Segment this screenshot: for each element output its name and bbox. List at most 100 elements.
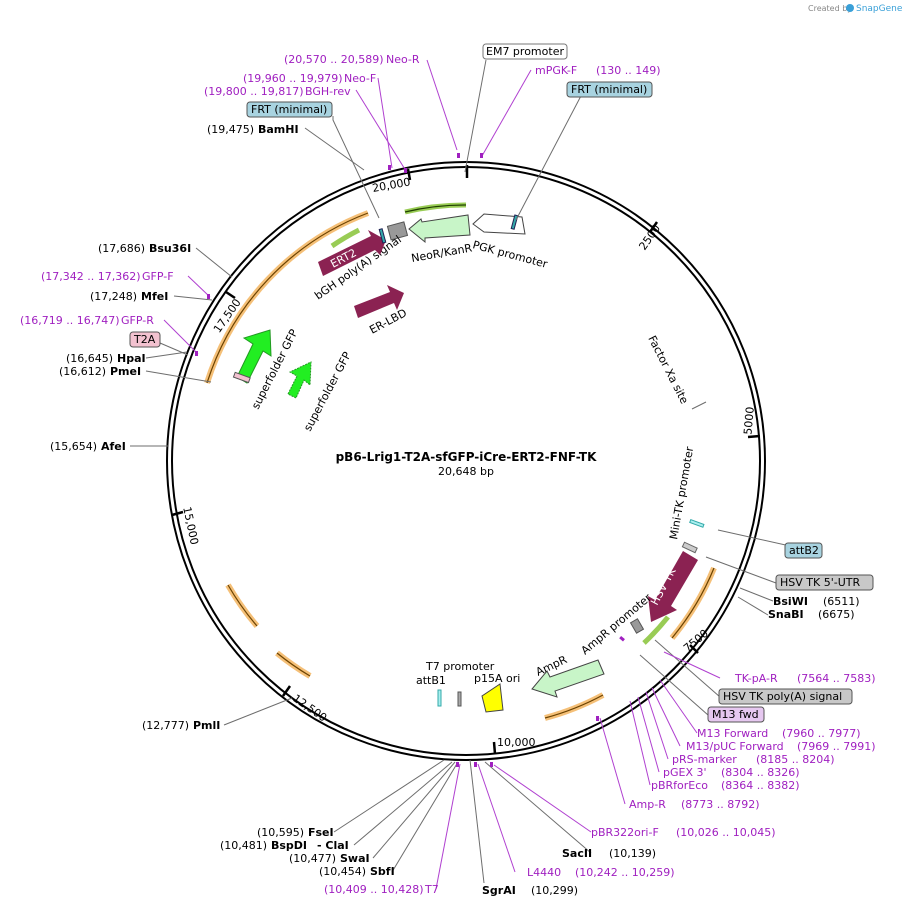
- box-attb2[interactable]: attB2: [784, 542, 823, 559]
- svg-text:Neo-R: Neo-R: [386, 53, 420, 66]
- svg-text:mPGK-F: mPGK-F: [535, 64, 577, 77]
- svg-text:PmlI: PmlI: [193, 719, 220, 732]
- svg-text:(10,026 .. 10,045): (10,026 .. 10,045): [676, 826, 776, 839]
- svg-text:(10,242 .. 10,259): (10,242 .. 10,259): [575, 866, 675, 879]
- primer-ticks: [195, 153, 625, 767]
- site-bamhi[interactable]: (19,475)BamHI: [207, 123, 299, 136]
- primer-neo-f[interactable]: (19,960 .. 19,979)Neo-F: [243, 72, 376, 85]
- feature-frt-left-mark[interactable]: [378, 228, 387, 244]
- box-t2a[interactable]: T2A: [129, 331, 161, 348]
- site-sacii[interactable]: SacII(10,139): [562, 847, 656, 860]
- feature-attb2-mark[interactable]: [689, 519, 705, 528]
- svg-text:GFP-R: GFP-R: [121, 314, 154, 327]
- ampr-promoter-label: AmpR promoter: [579, 591, 655, 657]
- orf-arc-bottom-left-line: [276, 652, 311, 677]
- tick-20000: [406, 168, 412, 181]
- site-bspdi[interactable]: (10,481)BspDI- ClaI: [220, 839, 349, 852]
- site-sgrai[interactable]: SgrAI(10,299): [482, 884, 578, 897]
- feature-sfgfp-1[interactable]: superfolder GFP: [236, 327, 301, 412]
- feature-sfgfp-2[interactable]: superfolder GFP: [287, 349, 354, 433]
- feature-t7-mark[interactable]: [457, 691, 462, 707]
- feature-frt-right-mark[interactable]: [510, 214, 519, 230]
- site-afei[interactable]: (15,654)AfeI: [50, 440, 126, 453]
- t7-promoter-label: T7 promoter: [425, 660, 495, 673]
- tick-label-10000: 10,000: [497, 736, 536, 749]
- feature-t2a-mark[interactable]: [232, 371, 251, 384]
- site-bsiwi[interactable]: BsiWI(6511): [773, 595, 860, 608]
- primer-neo-r[interactable]: (20,570 .. 20,589)Neo-R: [284, 53, 420, 66]
- svg-text:MfeI: MfeI: [141, 290, 168, 303]
- svg-text:BamHI: BamHI: [258, 123, 299, 136]
- svg-text:M13 fwd: M13 fwd: [712, 708, 759, 721]
- svg-text:(19,960 .. 19,979): (19,960 .. 19,979): [243, 72, 343, 85]
- primer-amp-r[interactable]: Amp-R(8773 .. 8792): [629, 798, 760, 811]
- svg-text:(10,139): (10,139): [609, 847, 656, 860]
- box-m13-fwd[interactable]: M13 fwd: [707, 706, 765, 723]
- primer-pbrforeco[interactable]: pBRforEco(8364 .. 8382): [651, 779, 800, 792]
- box-em7[interactable]: EM7 promoter: [482, 43, 568, 60]
- site-fsei[interactable]: (10,595)FseI: [257, 826, 334, 839]
- box-hsv-tk-utr[interactable]: HSV TK 5'-UTR: [775, 574, 874, 591]
- site-pmli[interactable]: (12,777) PmlI: [142, 719, 220, 732]
- site-swai[interactable]: (10,477)SwaI: [289, 852, 370, 865]
- primer-t7[interactable]: (10,409 .. 10,428)T7: [324, 883, 439, 896]
- primer-tk-pa-r[interactable]: TK-pA-R (7564 .. 7583): [734, 672, 876, 685]
- svg-text:BspDI: BspDI: [271, 839, 307, 852]
- site-pmei[interactable]: (16,612)PmeI: [59, 365, 141, 378]
- orf-arc-amp-line: [544, 694, 604, 719]
- primer-pgex-3[interactable]: pGEX 3' (8304 .. 8326): [663, 766, 800, 779]
- svg-text:TK-pA-R: TK-pA-R: [734, 672, 778, 685]
- box-frt-left[interactable]: FRT (minimal): [246, 101, 333, 118]
- svg-text:(10,409 .. 10,428): (10,409 .. 10,428): [324, 883, 424, 896]
- svg-text:(8364 .. 8382): (8364 .. 8382): [721, 779, 800, 792]
- svg-text:BGH-rev: BGH-rev: [305, 85, 351, 98]
- primer-prs-marker[interactable]: pRS-marker(8185 .. 8204): [672, 753, 835, 766]
- orf-arc-amp: [544, 692, 605, 721]
- orf-arc-green-right: [642, 615, 670, 645]
- feature-er-lbd[interactable]: ER-LBD: [354, 285, 409, 337]
- svg-text:(16,612): (16,612): [59, 365, 106, 378]
- svg-text:SbfI: SbfI: [370, 865, 395, 878]
- feature-ampr[interactable]: AmpR: [531, 653, 605, 698]
- site-mfei[interactable]: (17,248)MfeI: [90, 290, 168, 303]
- svg-text:M13 Forward: M13 Forward: [697, 727, 768, 740]
- leader-lines: [130, 59, 809, 884]
- svg-text:(10,477): (10,477): [289, 852, 336, 865]
- svg-text:pBR322ori-F: pBR322ori-F: [591, 826, 659, 839]
- site-snabi[interactable]: SnaBI(6675): [768, 608, 855, 621]
- svg-text:HSV TK poly(A) signal: HSV TK poly(A) signal: [723, 690, 842, 703]
- feature-bgh-polya[interactable]: [386, 221, 409, 241]
- feature-tk-utr-mark[interactable]: [681, 541, 698, 554]
- svg-text:(12,777): (12,777): [142, 719, 189, 732]
- primer-l4440[interactable]: L4440 (10,242 .. 10,259): [527, 866, 675, 879]
- primer-pbr322ori-f[interactable]: pBR322ori-F (10,026 .. 10,045): [591, 826, 776, 839]
- svg-text:L4440: L4440: [527, 866, 561, 879]
- svg-text:(16,645): (16,645): [66, 352, 113, 365]
- primer-m13-forward[interactable]: M13 Forward(7960 .. 7977): [697, 727, 861, 740]
- site-sbfi[interactable]: (10,454)SbfI: [319, 865, 395, 878]
- site-hpai[interactable]: (16,645)HpaI: [66, 352, 146, 365]
- svg-text:(8773 .. 8792): (8773 .. 8792): [681, 798, 760, 811]
- svg-text:(8304 .. 8326): (8304 .. 8326): [721, 766, 800, 779]
- feature-neor[interactable]: NeoR/KanR: [408, 214, 473, 265]
- box-frt-right[interactable]: FRT (minimal): [566, 81, 653, 98]
- feature-pgk-promoter[interactable]: PGK promoter: [471, 213, 549, 271]
- orf-arc-tk-line: [671, 567, 715, 639]
- primer-bgh-rev[interactable]: (19,800 .. 19,817)BGH-rev: [204, 85, 351, 98]
- feature-p15a-ori[interactable]: p15A ori: [474, 672, 520, 713]
- primer-mpgk-f[interactable]: mPGK-F(130 .. 149): [535, 64, 661, 77]
- primer-gfp-r[interactable]: (16,719 .. 16,747)GFP-R: [20, 314, 154, 327]
- feature-attb1-mark[interactable]: [437, 689, 442, 707]
- svg-text:T7: T7: [424, 883, 439, 896]
- primer-m13-puc-forward[interactable]: M13/pUC Forward(7969 .. 7991): [686, 740, 876, 753]
- feature-tk-polya-mark[interactable]: [629, 618, 645, 634]
- site-bsu36i[interactable]: (17,686)Bsu36I: [98, 242, 191, 255]
- box-hsv-tk-polya[interactable]: HSV TK poly(A) signal: [718, 688, 853, 705]
- svg-text:T2A: T2A: [133, 333, 156, 346]
- svg-text:pGEX 3': pGEX 3': [663, 766, 707, 779]
- svg-text:(7564 .. 7583): (7564 .. 7583): [797, 672, 876, 685]
- backbone-outer: [166, 161, 766, 761]
- svg-text:(10,299): (10,299): [531, 884, 578, 897]
- primer-gfp-f[interactable]: (17,342 .. 17,362)GFP-F: [41, 270, 174, 283]
